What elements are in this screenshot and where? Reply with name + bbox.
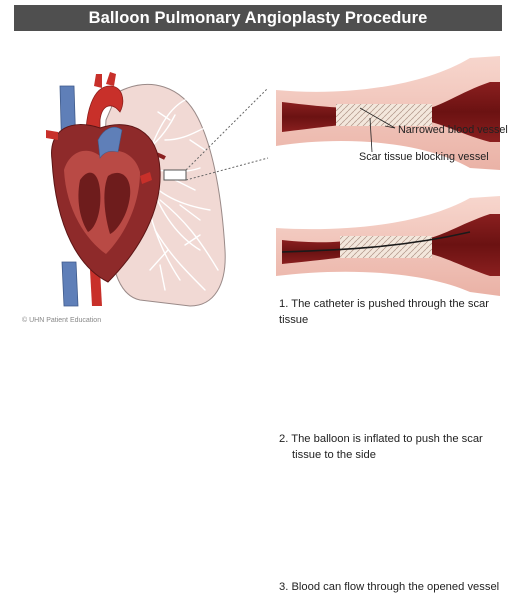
highlight-box [163, 169, 187, 181]
heart-illustration [46, 72, 161, 307]
label-narrowed: Narrowed blood vessel [398, 124, 508, 136]
vessel-narrowed [276, 56, 500, 170]
step-2-caption: 2. The balloon is inflated to push the s… [279, 433, 483, 445]
pointer-narrowed [359, 107, 396, 129]
step-1-caption: 1. The catheter is pushed through the sc… [279, 298, 490, 326]
pointer-scar [369, 117, 373, 153]
copyright-text: © UHN Patient Education [22, 317, 102, 324]
page-title: Balloon Pulmonary Angioplasty Procedure [14, 5, 502, 31]
leader-line-top [185, 87, 269, 171]
label-scar: Scar tissue blocking vessel [359, 151, 489, 163]
step-2-caption-line2: tissue to the side [292, 449, 376, 461]
step-3-caption: 3. Blood can flow through the opened ves… [279, 581, 500, 593]
vessel-step-1 [276, 196, 500, 296]
catheter-wire [281, 231, 471, 253]
